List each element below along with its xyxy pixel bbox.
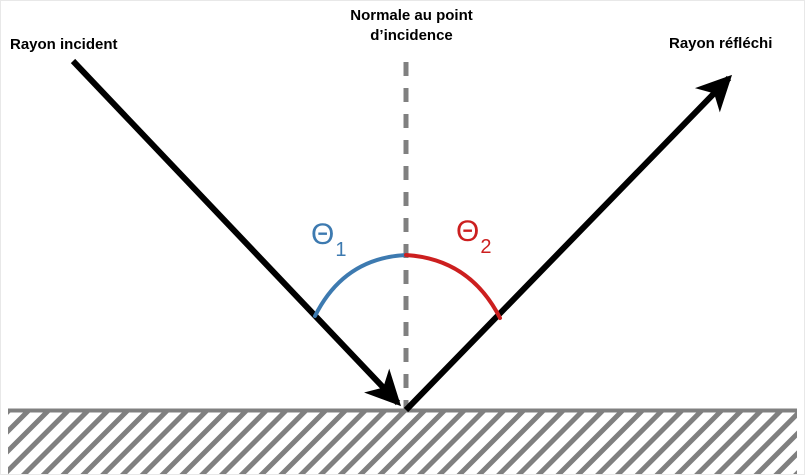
angle-reflection-arc <box>404 253 502 320</box>
angle-incidence-arc <box>313 253 408 318</box>
angle-reflection-label: Θ2 <box>456 215 491 258</box>
reflected-ray-label: Rayon réfléchi <box>669 35 773 52</box>
incident-ray-arrow <box>70 58 401 407</box>
theta-symbol-incidence: Θ <box>311 218 335 251</box>
reflected-ray-arrow <box>403 74 733 413</box>
theta-symbol-reflection: Θ <box>456 215 480 248</box>
angle-incidence-label: Θ1 <box>311 218 346 261</box>
theta-subscript-reflection: 2 <box>480 236 492 258</box>
incident-ray-label: Rayon incident <box>10 36 118 53</box>
normal-line-label: Normale au point d’incidence <box>350 7 473 44</box>
ground-hatching <box>8 410 797 475</box>
theta-subscript-incidence: 1 <box>335 239 347 261</box>
ground-surface <box>8 408 797 475</box>
